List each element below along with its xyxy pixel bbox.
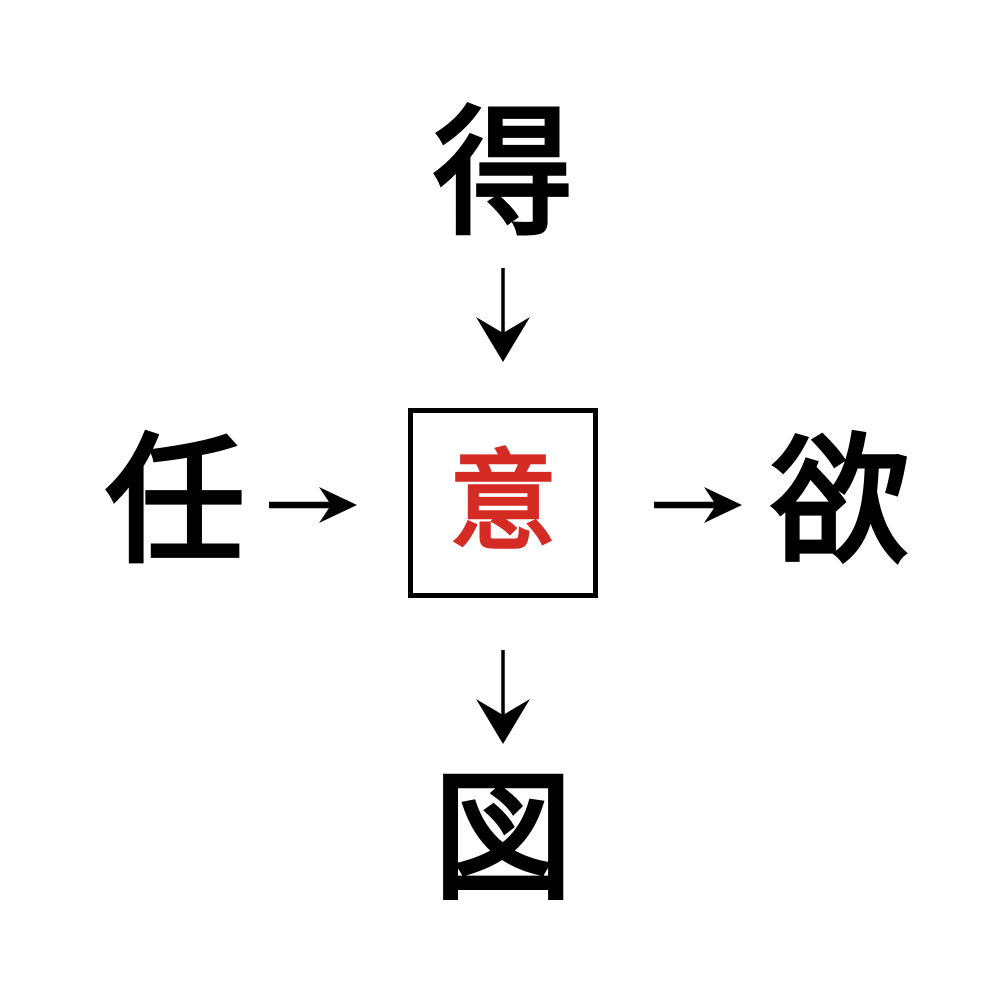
center-kanji-character: 意 — [448, 440, 557, 565]
kanji-node-right: 欲 — [769, 421, 910, 584]
center-kanji-box: 意 — [408, 408, 598, 598]
kanji-node-left: 任 — [104, 421, 245, 584]
kanji-node-top: 得 — [432, 93, 573, 256]
arrow-top-to-center — [476, 268, 530, 362]
arrow-center-to-right — [654, 487, 742, 523]
arrow-left-to-center — [269, 487, 357, 523]
arrow-center-to-bottom — [476, 650, 530, 744]
kanji-node-bottom: 図 — [432, 758, 573, 921]
